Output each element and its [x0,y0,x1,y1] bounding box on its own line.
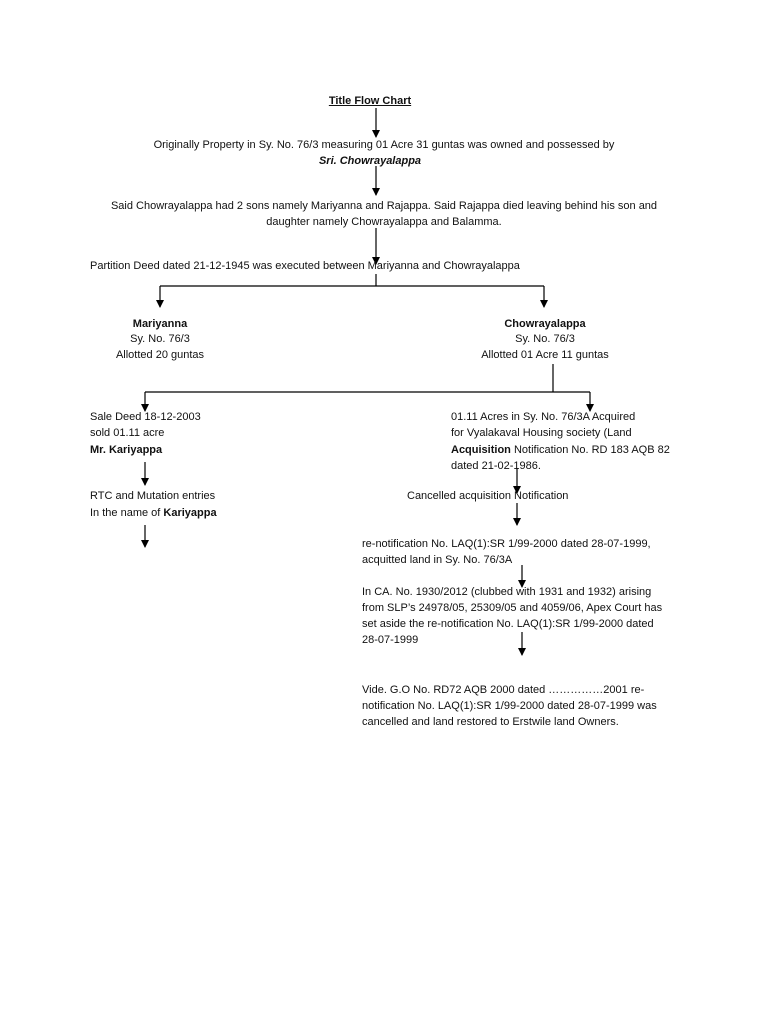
renotification-line1: re-notification No. LAQ(1):SR 1/99-2000 … [362,538,651,550]
mariyanna-name: Mariyanna [132,318,188,330]
acquisition-line3: Acquisition Notification No. RD 183 AQB … [451,442,670,458]
sale-deed-line2: sold 01.11 acre [90,427,165,439]
sale-deed-line1: Sale Deed 18-12-2003 [90,411,201,423]
court-line4: 28-07-1999 [362,634,419,646]
cancelled-notification-text: Cancelled acquisition Notification [407,490,569,502]
sale-deed-buyer: Mr. Kariyappa [90,444,163,456]
chowrayalappa-allotted: Allotted 01 Acre 11 guntas [481,349,609,361]
chowrayalappa-survey: Sy. No. 76/3 [515,333,575,345]
origin-text-line1: Originally Property in Sy. No. 76/3 meas… [153,139,615,151]
chowrayalappa-name: Chowrayalappa [504,318,586,330]
mariyanna-allotted: Allotted 20 guntas [115,349,205,361]
rtc-line2-name: Kariyappa [163,507,217,519]
court-line1: In CA. No. 1930/2012 (clubbed with 1931 … [362,586,652,598]
court-line3: set aside the re-notification No. LAQ(1)… [362,618,654,630]
acquisition-line2: for Vyalakaval Housing society (Land [451,427,632,439]
go-line3: cancelled and land restored to Erstwile … [362,716,619,728]
acquisition-line4: dated 21-02-1986. [451,460,541,472]
sons-text-line2: daughter namely Chowrayalappa and Balamm… [266,216,502,228]
rtc-line2-prefix: In the name of [90,507,164,519]
go-line1: Vide. G.O No. RD72 AQB 2000 dated ……………2… [362,684,645,696]
acquisition-line1: 01.11 Acres in Sy. No. 76/3A Acquired [451,411,636,423]
partition-deed-text: Partition Deed dated 21-12-1945 was exec… [90,260,520,272]
acquisition-line3-rest: Notification No. RD 183 AQB 82 [510,444,670,456]
rtc-line2: In the name of Kariyappa [90,505,217,521]
chart-title: Title Flow Chart [328,95,412,107]
court-line2: from SLP’s 24978/05, 25309/05 and 4059/0… [362,602,663,614]
renotification-line2: acquitted land in Sy. No. 76/3A [362,554,513,566]
rtc-line1: RTC and Mutation entries [90,490,216,502]
acquisition-line3-bold: Acquisition [451,444,511,456]
go-line2: notification No. LAQ(1):SR 1/99-2000 dat… [362,700,657,712]
mariyanna-survey: Sy. No. 76/3 [130,333,190,345]
origin-owner-name: Sri. Chowrayalappa [318,155,422,167]
sons-text-line1: Said Chowrayalappa had 2 sons namely Mar… [110,200,658,212]
